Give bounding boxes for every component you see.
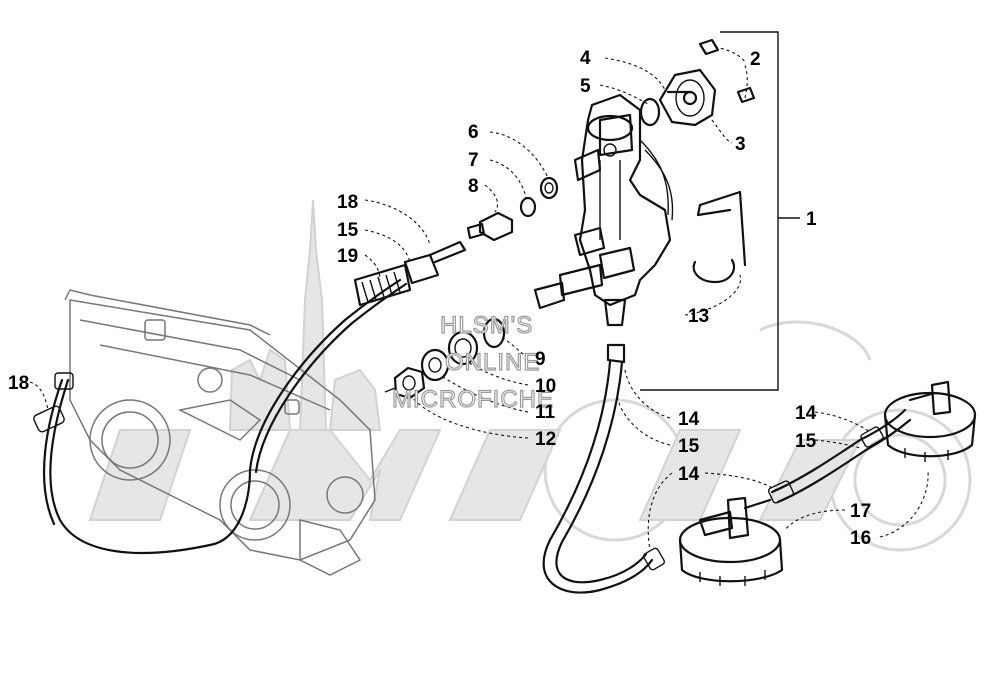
callout-18-top: 18 bbox=[337, 192, 358, 213]
callout-6: 6 bbox=[468, 122, 479, 143]
spring-clip bbox=[692, 190, 747, 284]
watermark-line3: MICROFICHE bbox=[392, 386, 554, 413]
watermark-text: HLSM'S ONLINE MICROFICHE bbox=[391, 311, 554, 413]
callout-16: 16 bbox=[850, 528, 871, 549]
callout-2: 2 bbox=[750, 49, 761, 70]
callout-5: 5 bbox=[580, 76, 591, 97]
callout-4: 4 bbox=[580, 48, 591, 69]
callout-14-center: 14 bbox=[678, 409, 700, 430]
callout-13: 13 bbox=[688, 306, 709, 327]
callout-3: 3 bbox=[735, 134, 746, 155]
callout-11: 11 bbox=[535, 402, 556, 423]
connector-hose bbox=[767, 408, 912, 504]
lower-valve bbox=[678, 496, 784, 586]
diaphragm-cover bbox=[639, 38, 756, 127]
callout-15-center: 15 bbox=[678, 436, 700, 457]
callout-14-lower: 14 bbox=[678, 464, 700, 485]
carburetor-assembly bbox=[64, 289, 376, 576]
callout-1: 1 bbox=[806, 209, 817, 230]
callout-10: 10 bbox=[535, 376, 556, 397]
background-watermark-art bbox=[88, 199, 972, 552]
callout-labels: 2 4 5 3 6 7 8 1 18 15 19 13 9 10 11 12 1… bbox=[8, 48, 871, 549]
watermark-line2: ONLINE bbox=[445, 349, 540, 376]
callout-8: 8 bbox=[468, 176, 479, 197]
group-bracket bbox=[640, 31, 779, 391]
callout-15-top: 15 bbox=[337, 220, 359, 241]
washers-nuts bbox=[384, 317, 506, 400]
callout-17: 17 bbox=[850, 501, 871, 522]
callout-12: 12 bbox=[535, 429, 556, 450]
upper-valve bbox=[883, 380, 977, 462]
watermark-line1: HLSM'S bbox=[440, 312, 533, 339]
callout-19: 19 bbox=[337, 246, 358, 267]
callout-7: 7 bbox=[468, 150, 479, 171]
cable-end bbox=[353, 240, 467, 307]
callout-14-right: 14 bbox=[795, 403, 817, 424]
center-hose bbox=[542, 343, 666, 594]
pump-body bbox=[533, 93, 674, 327]
callout-18-left: 18 bbox=[8, 373, 29, 394]
fittings bbox=[466, 176, 559, 242]
leader-lines bbox=[29, 46, 929, 551]
callout-9: 9 bbox=[535, 349, 546, 370]
callout-15-right: 15 bbox=[795, 431, 817, 452]
